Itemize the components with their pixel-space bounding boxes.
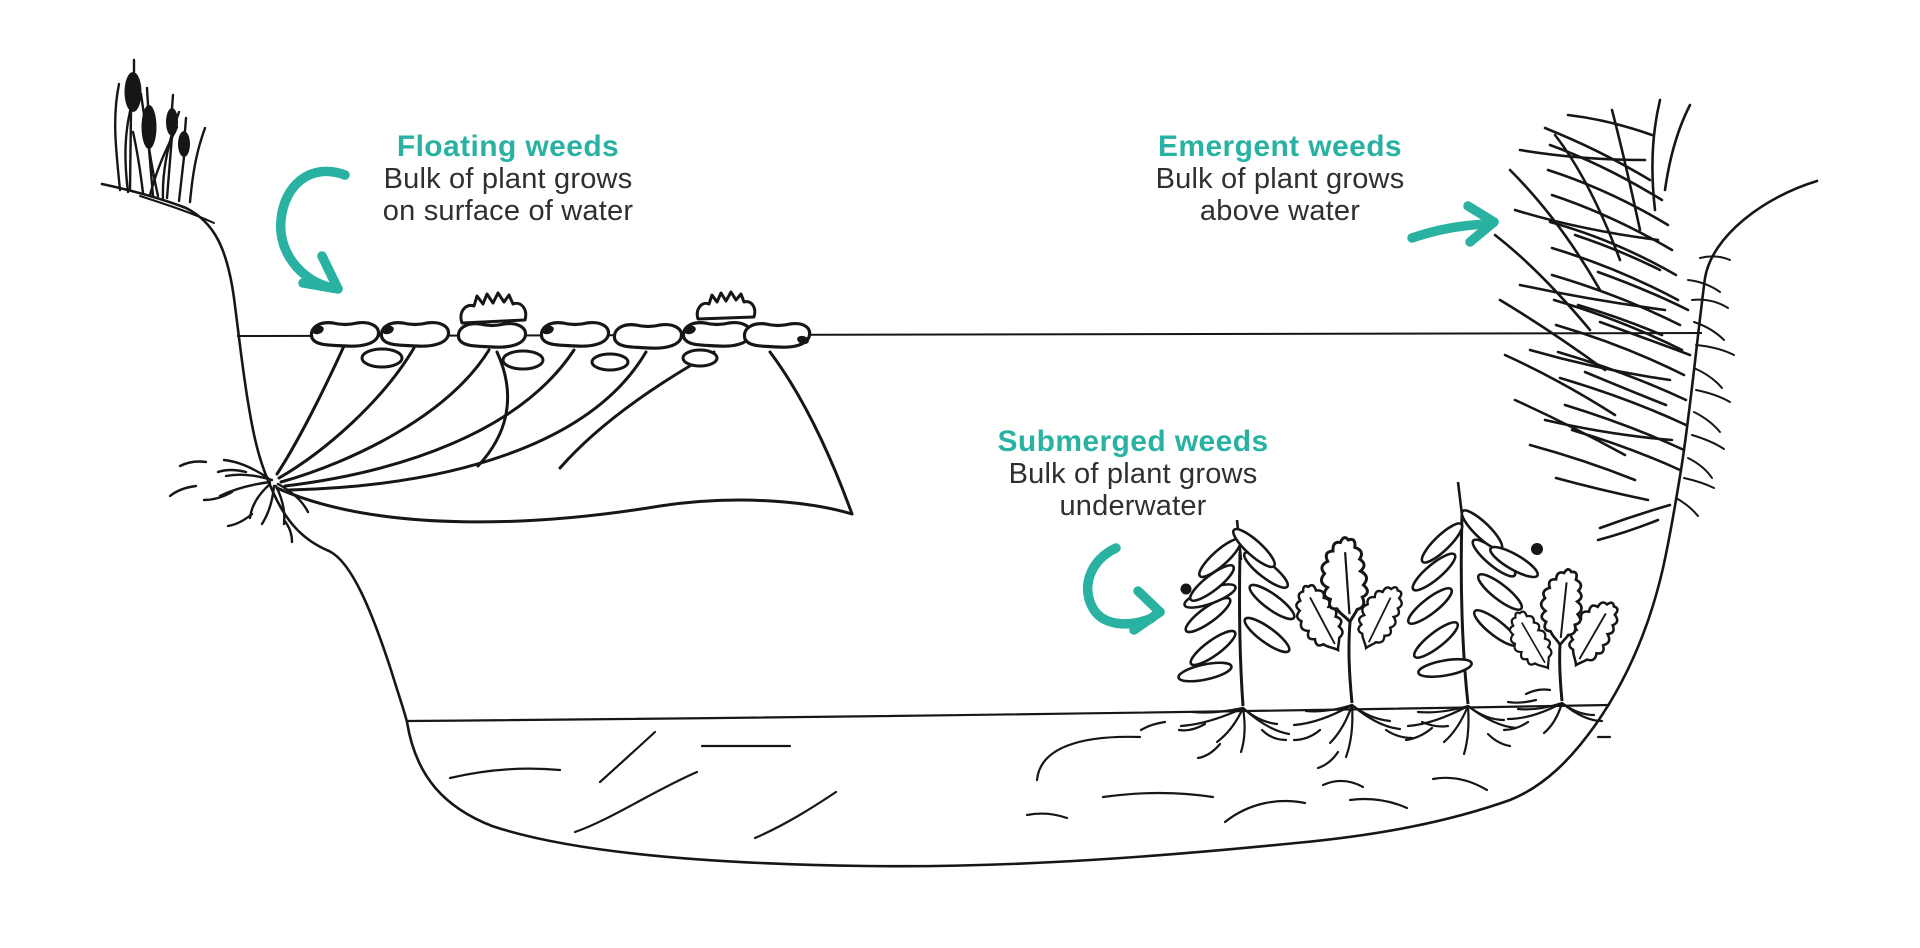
- floating-weed-stems-and-roots: [168, 344, 854, 544]
- pond-basin-outline: [100, 179, 1819, 868]
- feather-plant-2: [1402, 481, 1543, 705]
- water-surface-line: [236, 332, 1703, 337]
- oak-plant-2: [1498, 565, 1628, 702]
- feather-plant-1: [1175, 519, 1300, 707]
- submerged-weeds-arrow-icon: [1082, 543, 1165, 635]
- floating-weeds-arrow-icon: [276, 166, 350, 294]
- submerged-plant-roots: [1139, 688, 1612, 770]
- sediment-layer: [405, 703, 1611, 840]
- pad-shadow-accents: [312, 325, 809, 345]
- oak-plant-1: [1283, 534, 1411, 704]
- emergent-weeds-arrow-icon: [1407, 201, 1499, 247]
- emergent-grass-clump: [1493, 98, 1735, 542]
- lily-pads: [309, 290, 812, 372]
- submerged-plants: [1139, 481, 1628, 770]
- sediment-top-line: [405, 703, 1611, 723]
- clump-root-fringe: [1675, 255, 1735, 517]
- cattails: [113, 58, 207, 204]
- lily-flowers: [459, 290, 757, 325]
